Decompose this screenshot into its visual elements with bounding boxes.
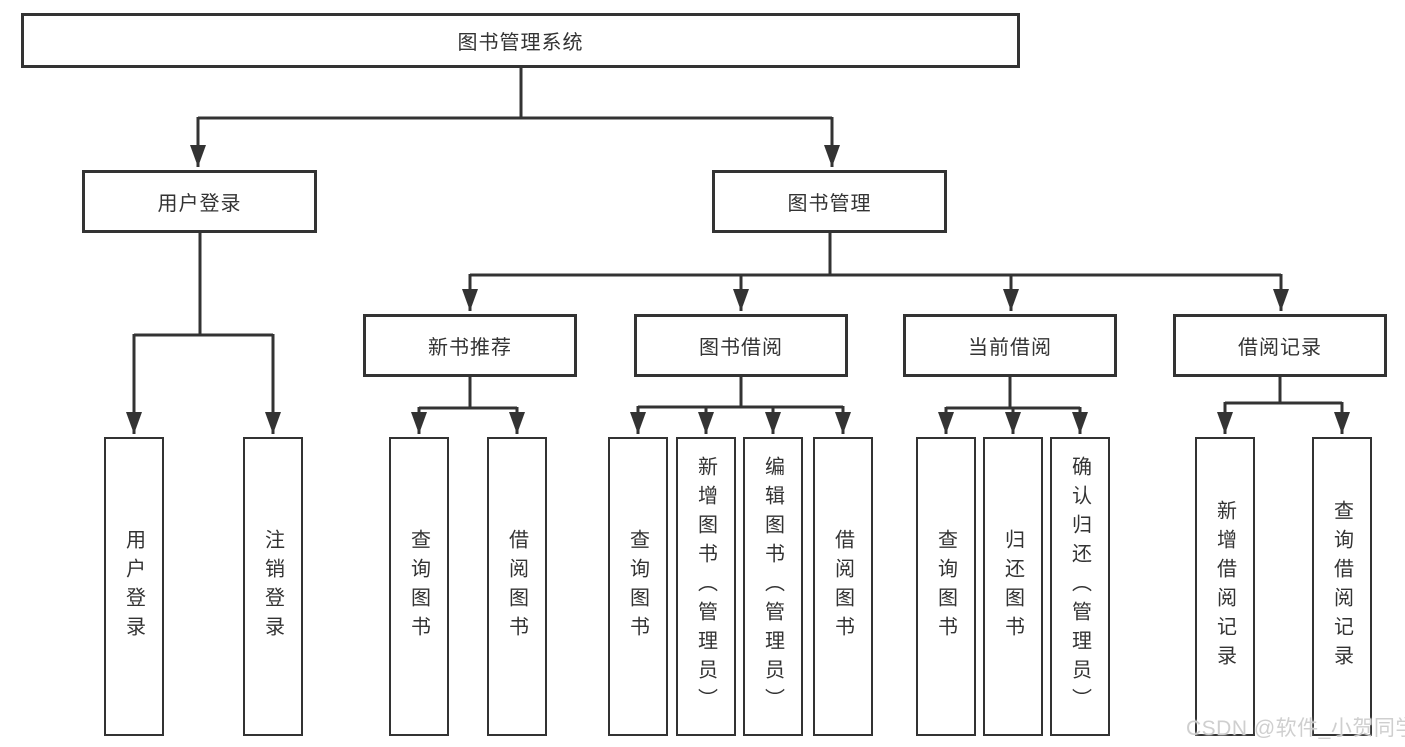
node-book-management-branch: 图书管理 [712,170,947,233]
leaf-user-login: 用户登录 [104,437,164,736]
leaf-query-borrow-record: 查询借阅记录 [1312,437,1372,736]
leaf-confirm-return-admin: 确认归还（管理员） [1050,437,1110,736]
node-user-login-branch: 用户登录 [82,170,317,233]
node-borrowing-records: 借阅记录 [1173,314,1387,377]
leaf-query-books-recommend: 查询图书 [389,437,449,736]
leaf-query-books-borrow: 查询图书 [608,437,668,736]
leaf-add-borrow-record: 新增借阅记录 [1195,437,1255,736]
csdn-watermark: CSDN @软件_小贺同学 [1186,717,1405,740]
node-current-borrowing: 当前借阅 [903,314,1117,377]
leaf-logout: 注销登录 [243,437,303,736]
leaf-borrow-books-recommend: 借阅图书 [487,437,547,736]
node-book-borrowing: 图书借阅 [634,314,848,377]
leaf-query-books-current: 查询图书 [916,437,976,736]
leaf-return-books: 归还图书 [983,437,1043,736]
leaf-borrow-books: 借阅图书 [813,437,873,736]
leaf-edit-books-admin: 编辑图书（管理员） [743,437,803,736]
leaf-add-books-admin: 新增图书（管理员） [676,437,736,736]
node-library-system: 图书管理系统 [21,13,1020,68]
node-new-book-recommendation: 新书推荐 [363,314,577,377]
